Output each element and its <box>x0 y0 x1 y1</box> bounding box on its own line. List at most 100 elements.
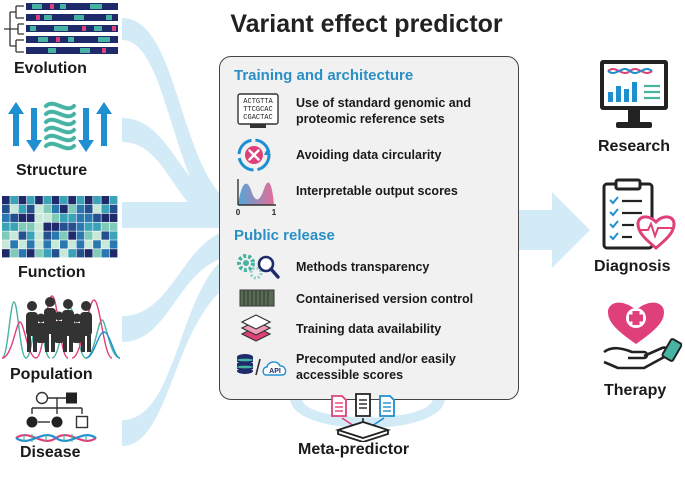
heatmap-cell <box>68 213 76 222</box>
layers-icon <box>234 313 282 349</box>
heatmap-cell <box>84 231 93 240</box>
heatmap-cell <box>26 249 35 258</box>
heatmap-cell <box>101 240 110 249</box>
heatmap-cell <box>101 249 110 258</box>
sequence-line-1: ACTGTTA <box>243 98 273 106</box>
circularity-icon <box>234 137 282 173</box>
heatmap-cell <box>10 231 18 240</box>
pedigree-dna-icon <box>15 391 97 442</box>
population-crowd-icon <box>2 295 120 359</box>
heatmap-cell <box>26 222 35 231</box>
heatmap-cell <box>10 204 18 214</box>
heatmap-cell <box>51 204 60 214</box>
release-item-container: Containerised version control <box>296 292 474 306</box>
heatmap-cell <box>18 240 27 249</box>
heatmap-cell <box>51 231 60 240</box>
heatmap-cell <box>68 231 76 240</box>
heatmap-cell <box>10 213 18 222</box>
phylogeny-alignment-icon <box>4 3 118 54</box>
score-distribution-icon: 0 1 <box>234 175 282 217</box>
heatmap-cell <box>101 231 110 240</box>
meta-predictor-label: Meta-predictor <box>298 441 410 458</box>
flow-structure <box>122 118 222 226</box>
heatmap-cell <box>35 249 43 258</box>
predictor-panel: Training and architecture ACTGTTA TTCGCA… <box>219 56 519 400</box>
heatmap-cell <box>2 240 10 249</box>
heatmap-cell <box>76 196 85 205</box>
heatmap-cell <box>18 231 27 240</box>
heatmap-cell <box>26 240 35 249</box>
reference-sets-icon: ACTGTTA TTCGCAC CGACTAC <box>234 93 282 129</box>
release-item-scores-access: Precomputed and/or easily accessible sco… <box>296 352 456 382</box>
heatmap-cell <box>109 204 118 214</box>
heatmap-cell <box>2 231 10 240</box>
heatmap-cell <box>51 222 60 231</box>
heatmap-cell <box>35 196 43 205</box>
output-label-research: Research <box>598 138 671 155</box>
heatmap-cell <box>68 204 76 214</box>
heatmap-cell <box>10 240 18 249</box>
heatmap-cell <box>18 213 27 222</box>
release-heading: Public release <box>234 227 335 244</box>
heatmap-cell <box>2 196 10 205</box>
heatmap-cell <box>109 231 118 240</box>
score-axis-max: 1 <box>272 208 277 217</box>
heatmap-cell <box>2 222 10 231</box>
heatmap-cell <box>10 196 18 205</box>
release-item-methods: Methods transparency <box>296 260 430 274</box>
source-label-function: Function <box>18 264 86 281</box>
heatmap-cell <box>18 249 27 258</box>
source-label-structure: Structure <box>16 162 88 179</box>
sequence-line-3: CGACTAC <box>243 114 272 122</box>
source-label-population: Population <box>10 366 93 383</box>
heatmap-cell <box>35 204 43 214</box>
heatmap-cell <box>60 196 68 205</box>
heatmap-cell <box>43 231 52 240</box>
heatmap-cell <box>68 249 76 258</box>
meta-predictor-icon <box>331 393 395 442</box>
heatmap-cell <box>84 196 93 205</box>
heatmap-cell <box>10 249 18 258</box>
heatmap-cell <box>26 213 35 222</box>
score-axis-min: 0 <box>236 208 241 217</box>
heatmap-cell <box>76 231 85 240</box>
diagnosis-clipboard-icon <box>602 178 676 250</box>
heatmap-cell <box>43 249 52 258</box>
source-label-disease: Disease <box>20 444 81 461</box>
heatmap-cell <box>18 196 27 205</box>
heatmap-cell <box>93 240 101 249</box>
heatmap-cell <box>60 204 68 214</box>
heatmap-cell <box>60 213 68 222</box>
heatmap-cell <box>26 204 35 214</box>
sequence-line-2: TTCGCAC <box>243 106 272 114</box>
heatmap-cell <box>76 213 85 222</box>
heatmap-cell <box>76 249 85 258</box>
flow-loop-meta <box>290 398 445 428</box>
heatmap-cell <box>43 240 52 249</box>
flow-arrow-right <box>517 192 590 268</box>
flow-evolution <box>122 18 222 224</box>
heatmap-cell <box>51 196 60 205</box>
database-api-icon: API <box>234 351 287 387</box>
heatmap-cell <box>93 249 101 258</box>
heatmap-cell <box>35 240 43 249</box>
api-label: API <box>269 368 281 375</box>
research-monitor-icon <box>600 60 668 128</box>
training-heading: Training and architecture <box>234 67 414 84</box>
flow-disease <box>122 260 222 446</box>
heatmap-cell <box>68 240 76 249</box>
heatmap-cell <box>2 249 10 258</box>
heatmap-cell <box>93 231 101 240</box>
heatmap-cell <box>43 204 52 214</box>
heatmap-cell <box>26 196 35 205</box>
heatmap-cell <box>101 204 110 214</box>
heatmap-cell <box>84 240 93 249</box>
heatmap-cell <box>60 231 68 240</box>
flow-population <box>122 232 222 342</box>
heatmap-cell <box>84 249 93 258</box>
heatmap-cell <box>101 196 110 205</box>
heatmap-cell <box>68 196 76 205</box>
heatmap-cell <box>35 231 43 240</box>
